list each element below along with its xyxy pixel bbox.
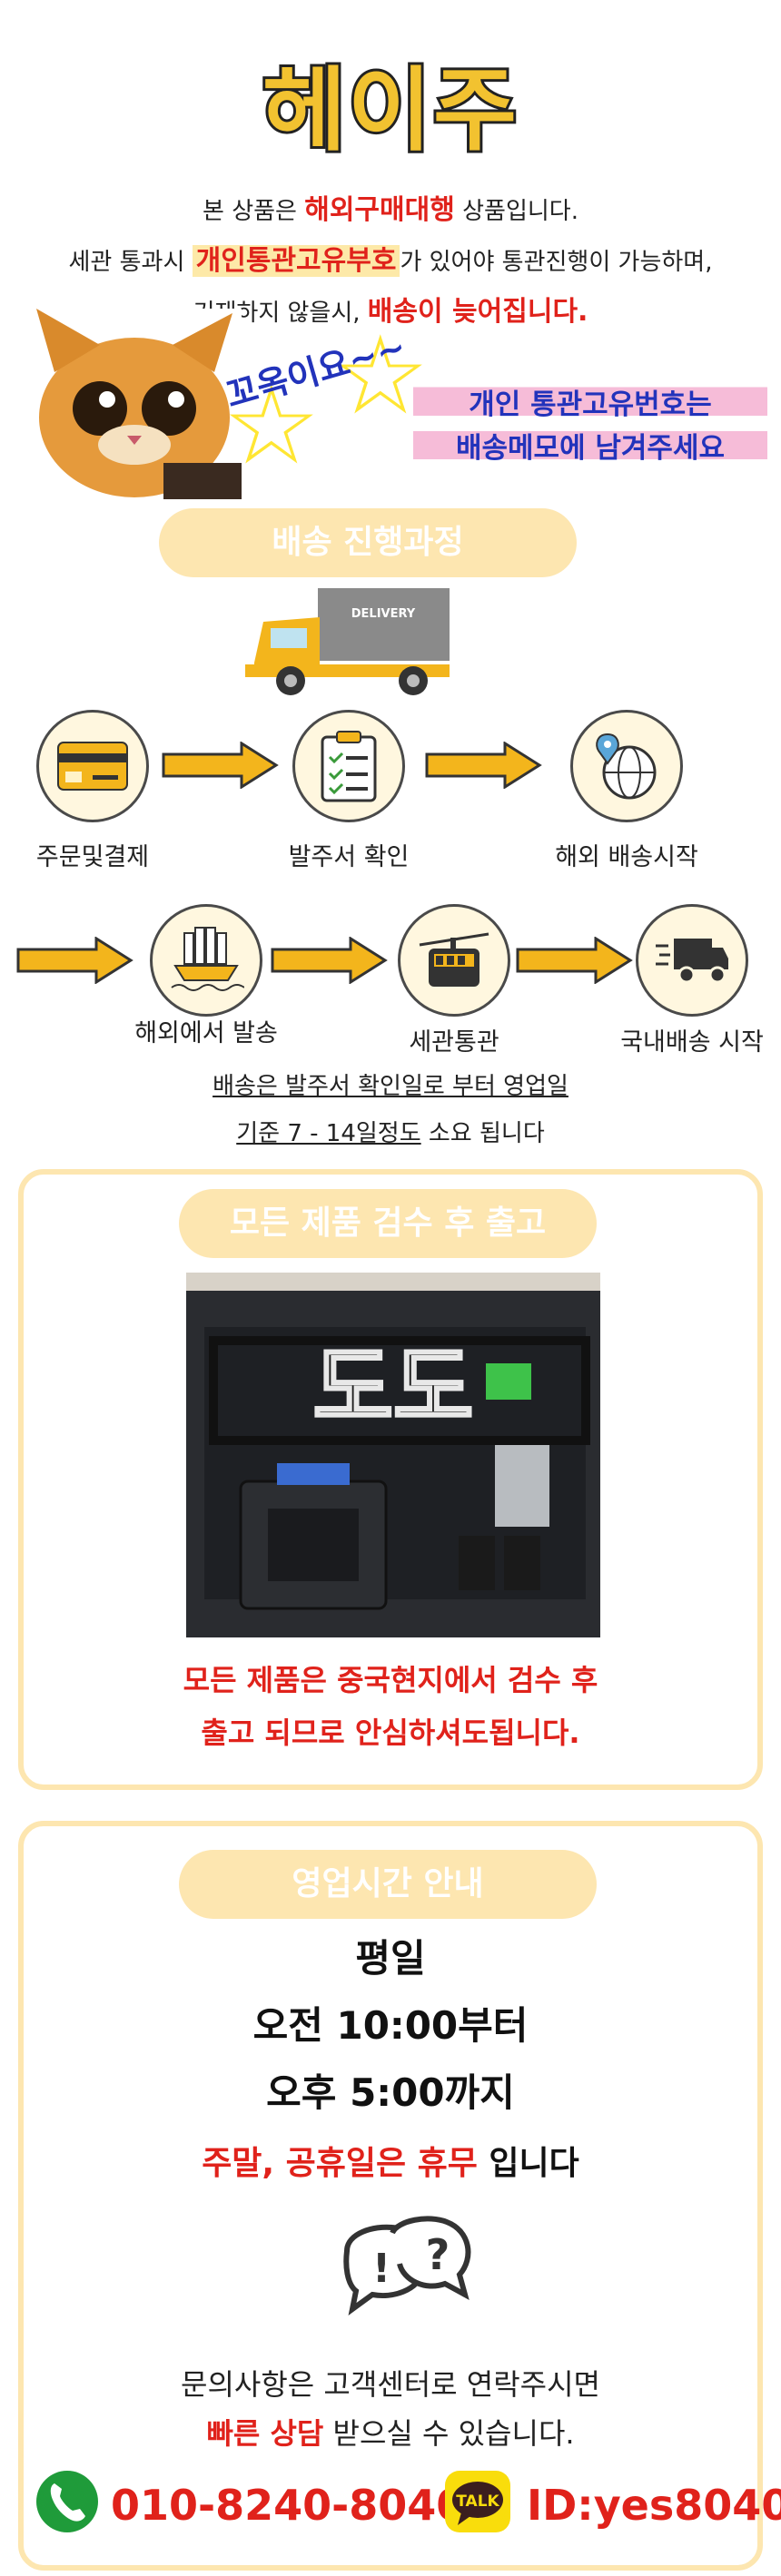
kakaotalk-icon: TALK <box>445 2471 510 2532</box>
inspection-text-line-1: 모든 제품은 중국현지에서 검수 후 <box>183 1663 598 1697</box>
close-time: 오후 5:00까지 <box>266 2070 515 2115</box>
step-label: 발주서 확인 <box>288 843 410 871</box>
svg-text:!: ! <box>372 2246 390 2292</box>
step-label: 주문및결제 <box>35 843 150 871</box>
step-customs <box>398 904 510 1017</box>
weekday-label: 평일 <box>355 1936 426 1981</box>
arrow-right-icon <box>271 937 388 984</box>
step-order-payment <box>36 710 149 822</box>
step-label: 해외에서 발송 <box>134 1019 278 1047</box>
inspection-section-title: 모든 제품 검수 후 출고 <box>179 1189 597 1258</box>
phone-icon <box>36 2471 98 2532</box>
kakao-id[interactable]: ID:yes8040 <box>527 2481 781 2530</box>
step-order-confirm <box>292 710 405 822</box>
phone-number[interactable]: 010-8240-8040 <box>111 2481 466 2530</box>
svg-text:?: ? <box>426 2230 450 2279</box>
photo-watermark: 도도 <box>313 1337 474 1439</box>
business-hours-section <box>18 1821 763 2571</box>
truck-label: DELIVERY <box>351 607 416 621</box>
arrow-right-icon <box>162 742 279 789</box>
brand-title: 헤이주 <box>260 54 519 166</box>
credit-card-icon <box>57 742 128 791</box>
star-icon: ☆ <box>222 363 321 489</box>
notice-line-1: 본 상품은 해외구매대행 상품입니다. <box>203 194 578 226</box>
holiday-notice: 주말, 공휴일은 휴무 입니다 <box>202 2145 579 2182</box>
step-overseas-dispatch <box>150 904 262 1017</box>
inquiry-line-2: 빠른 상담 받으실 수 있습니다. <box>206 2416 575 2451</box>
kakao-badge-text: TALK <box>456 2492 499 2511</box>
inspection-text-line-2: 출고 되므로 안심하셔도됩니다. <box>201 1716 580 1750</box>
product-case-image: 도도 <box>186 1273 600 1637</box>
arrow-right-icon <box>16 937 133 984</box>
inquiry-line-1: 문의사항은 고객센터로 연락주시면 <box>181 2367 600 2402</box>
step-domestic-delivery <box>636 904 748 1017</box>
memo-line-1: 개인 통관고유번호는 <box>413 381 767 422</box>
notice-line-3: 기재하지 않을시, 배송이 늦어집니다. <box>193 296 588 328</box>
delivery-note-line-2: 기준 7 - 14일정도 소요 됩니다 <box>236 1120 545 1147</box>
arrow-right-icon <box>425 742 542 789</box>
ship-icon <box>171 927 244 991</box>
product-photo: 도도 <box>186 1273 600 1637</box>
delivery-note-line-1: 배송은 발주서 확인일로 부터 영업일 <box>213 1073 568 1100</box>
open-time: 오전 10:00부터 <box>252 2003 529 2048</box>
cat-illustration <box>27 309 242 499</box>
delivery-truck-illustration: DELIVERY <box>245 588 450 695</box>
step-label: 국내배송 시작 <box>620 1028 764 1057</box>
clipboard-checklist-icon <box>321 731 377 802</box>
arrow-right-icon <box>516 937 633 984</box>
step-label: 해외 배송시작 <box>555 843 698 871</box>
memo-line-2: 배송메모에 남겨주세요 <box>413 425 767 466</box>
customs-gate-icon <box>419 932 489 987</box>
hours-section-title: 영업시간 안내 <box>179 1850 597 1919</box>
delivery-truck-icon <box>656 939 728 984</box>
step-label: 세관통관 <box>409 1028 499 1057</box>
star-icon: ☆ <box>331 313 430 439</box>
delivery-section-title: 배송 진행과정 <box>159 508 577 577</box>
step-overseas-ship-start <box>570 710 683 822</box>
globe-pin-icon <box>596 732 657 800</box>
chat-bubbles-icon: ! ? <box>343 2216 471 2315</box>
